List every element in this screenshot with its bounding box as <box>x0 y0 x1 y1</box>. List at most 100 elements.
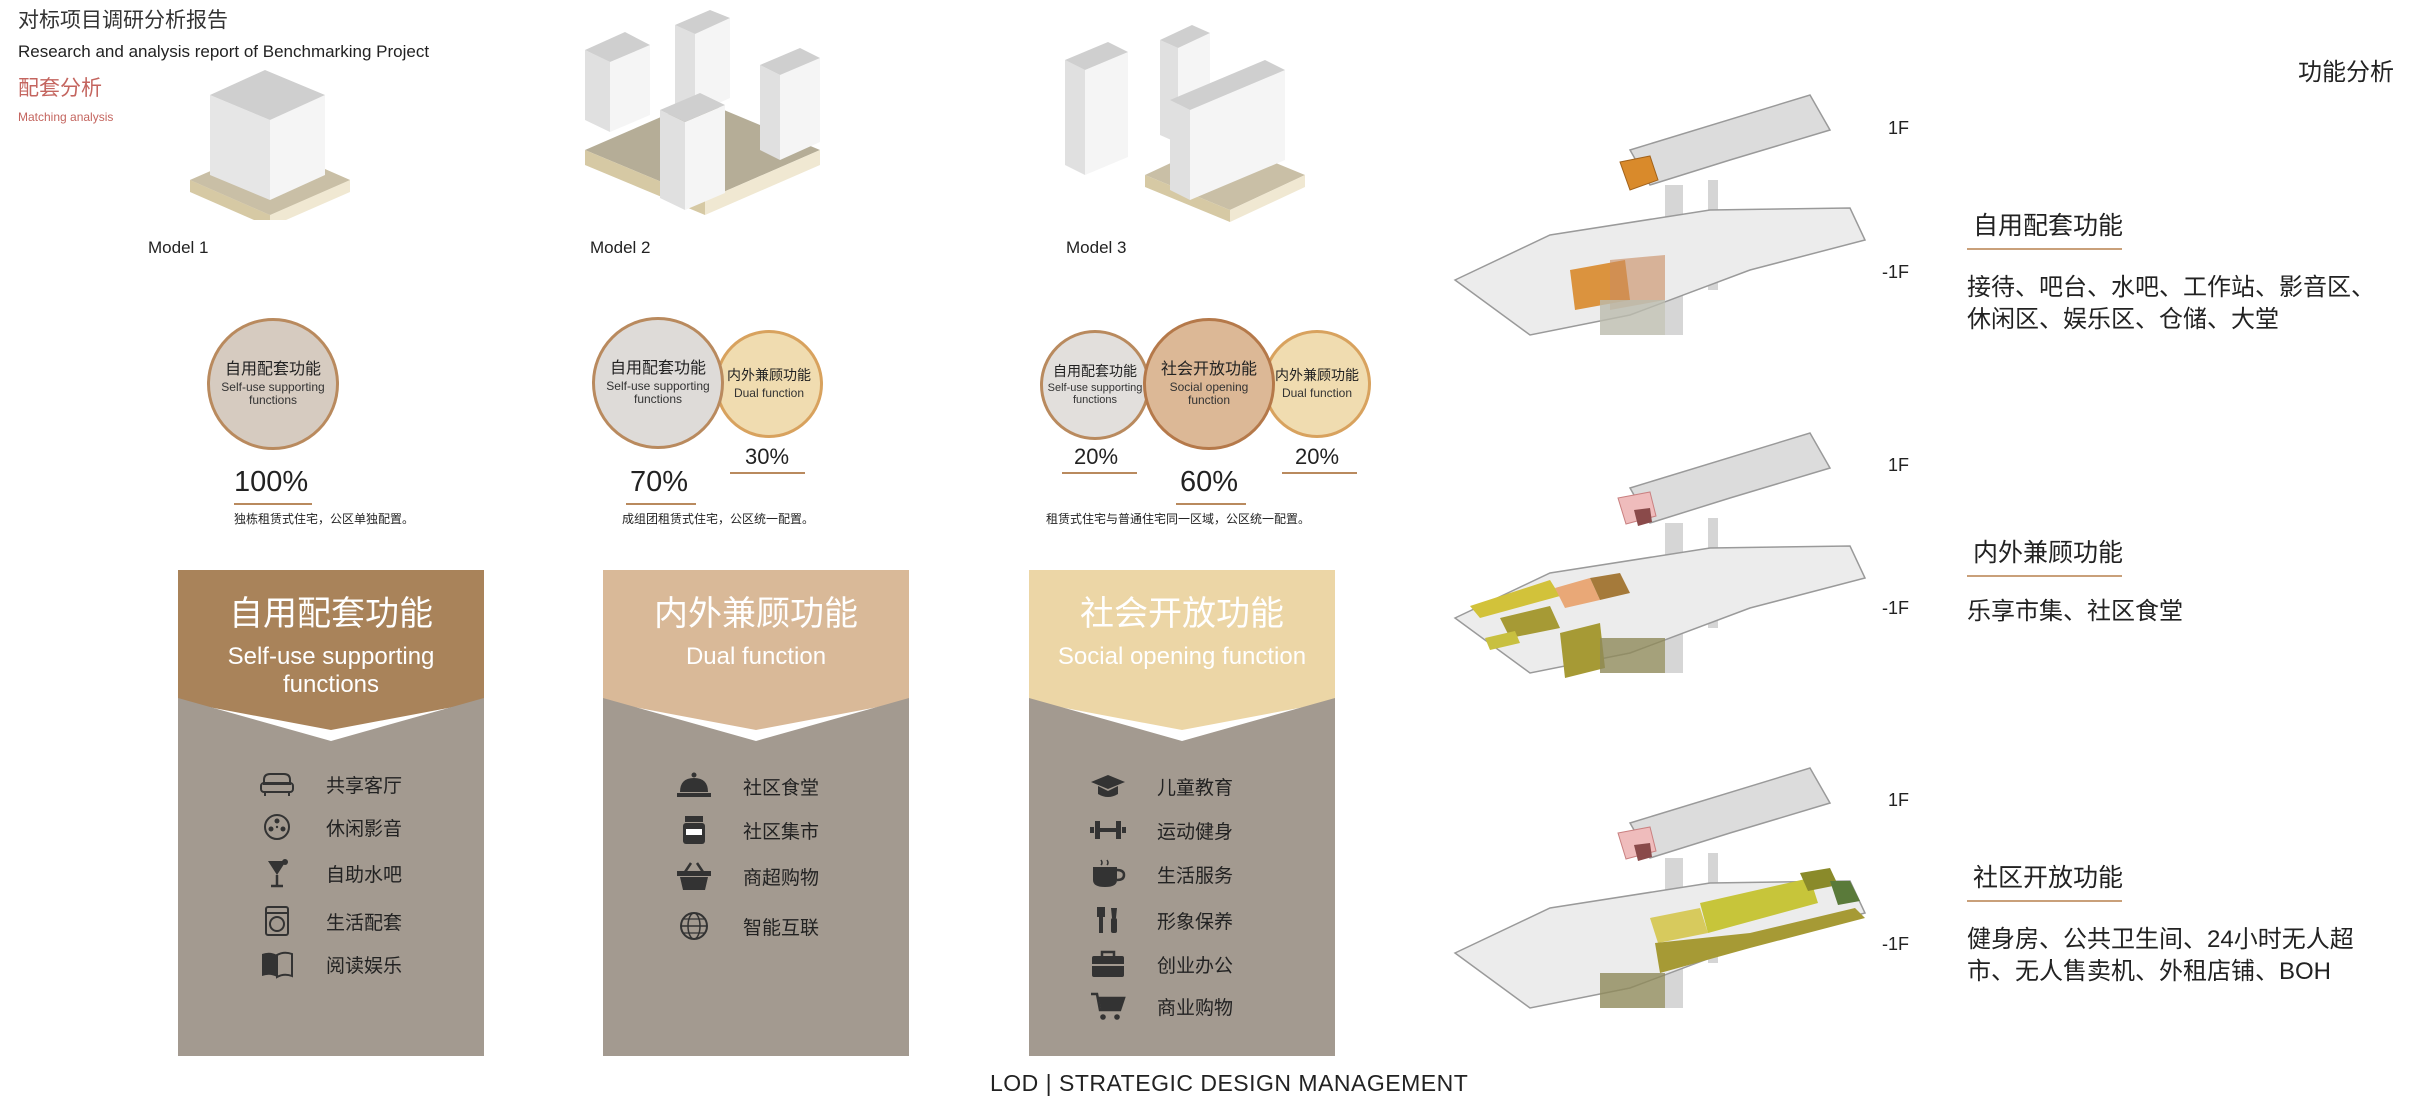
list-item: 儿童教育 <box>1089 770 1233 802</box>
function-title-dual: 内外兼顾功能 <box>1973 539 2124 567</box>
list-item: 生活服务 <box>1089 858 1233 890</box>
floor-label-b1: -1F <box>1882 598 1909 618</box>
circle-label-en: Self-use supporting functions <box>1047 382 1143 407</box>
model-3-dual-circle: 内外兼顾功能 Dual function <box>1263 330 1371 438</box>
model-2-note: 成组团租赁式住宅，公区统一配置。 <box>622 512 815 526</box>
card-title: 内外兼顾功能 <box>654 595 858 633</box>
model-3-illustration <box>1065 25 1305 222</box>
washing-machine-icon <box>265 906 289 936</box>
list-item: 创业办公 <box>1089 948 1233 980</box>
item-label: 阅读娱乐 <box>326 955 403 977</box>
coffee-cup-icon <box>1093 859 1126 887</box>
circle-label: 自用配套功能 <box>609 359 706 377</box>
briefcase-icon <box>1092 950 1124 977</box>
cocktail-icon <box>268 859 288 888</box>
footer-brand: LOD | STRATEGIC DESIGN MANAGEMENT <box>990 1070 1469 1096</box>
section-title: 配套分析 <box>18 77 102 100</box>
model-2-self-percent: 70% <box>630 466 689 498</box>
model-2-dual-circle: 内外兼顾功能 Dual function <box>715 330 823 438</box>
globe-icon <box>680 912 708 940</box>
circle-label-en: Dual function <box>1281 385 1353 400</box>
floor-label-1f: 1F <box>1888 118 1910 138</box>
floor-label-1f: 1F <box>1888 455 1910 475</box>
circle-label: 内外兼顾功能 <box>1275 367 1359 384</box>
item-label: 运动健身 <box>1157 821 1234 843</box>
circle-label: 自用配套功能 <box>1053 362 1137 379</box>
model-1-self-percent: 100% <box>234 466 309 498</box>
function-desc-community: 健身房、公共卫生间、24小时无人超市、无人售卖机、外租店铺、BOH <box>1967 926 2354 986</box>
item-label: 社区食堂 <box>743 777 820 799</box>
model-3-label: Model 3 <box>1066 238 1127 257</box>
model-3-note: 租赁式住宅与普通住宅同一区域，公区统一配置。 <box>1046 512 1311 526</box>
model-2-label: Model 2 <box>590 238 651 257</box>
grooming-tools-icon <box>1097 907 1117 933</box>
jar-icon <box>683 816 705 844</box>
function-desc-self-use: 接待、吧台、水吧、工作站、影音区、休闲区、娱乐区、仓储、大堂 <box>1967 274 2375 334</box>
dumbbell-icon <box>1090 821 1126 839</box>
floor-diagram-community <box>1453 767 1867 1009</box>
model-1-self-circle: 自用配套功能 Self-use supporting functions <box>207 318 339 450</box>
function-desc-dual: 乐享市集、社区食堂 <box>1967 598 2183 625</box>
underline <box>730 472 805 474</box>
card-body <box>178 698 484 1056</box>
underline <box>234 503 312 505</box>
card-title: 自用配套功能 <box>229 595 433 633</box>
underline <box>1282 472 1357 474</box>
list-item: 自助水吧 <box>258 857 402 889</box>
model-3-social-percent: 60% <box>1180 466 1239 498</box>
circle-label: 自用配套功能 <box>224 360 321 378</box>
item-label: 生活服务 <box>1157 865 1234 887</box>
circle-label: 内外兼顾功能 <box>727 367 811 384</box>
list-item: 商业购物 <box>1089 990 1233 1022</box>
model-3-self-percent: 20% <box>1074 444 1119 469</box>
list-item: 休闲影音 <box>258 811 402 843</box>
list-item: 生活配套 <box>258 905 402 937</box>
list-item: 社区集市 <box>675 814 819 846</box>
floor-label-b1: -1F <box>1882 934 1909 954</box>
circle-label-en: Self-use supporting functions <box>606 379 710 407</box>
item-label: 共享客厅 <box>326 775 403 797</box>
list-item: 运动健身 <box>1089 814 1233 846</box>
function-analysis-title: 功能分析 <box>2298 59 2394 86</box>
card-header: 自用配套功能 Self-use supporting functions <box>178 570 484 730</box>
model-2-self-circle: 自用配套功能 Self-use supporting functions <box>592 317 724 449</box>
underline <box>626 503 696 505</box>
item-label: 智能互联 <box>743 917 820 939</box>
list-item: 智能互联 <box>675 910 819 942</box>
model-1-illustration <box>190 70 350 220</box>
model-1-note: 独栋租赁式住宅，公区单独配置。 <box>234 512 415 526</box>
circle-label-en: Self-use supporting functions <box>221 380 325 408</box>
book-icon <box>262 951 293 979</box>
list-item: 形象保养 <box>1089 904 1233 936</box>
card-title-en: Dual function <box>685 643 827 670</box>
underline <box>1062 472 1137 474</box>
card-title: 社会开放功能 <box>1080 595 1284 633</box>
basket-icon <box>677 862 711 890</box>
item-label: 形象保养 <box>1157 911 1234 933</box>
film-reel-icon <box>264 814 290 840</box>
list-item: 商超购物 <box>675 860 819 892</box>
model-3-dual-percent: 20% <box>1295 444 1340 469</box>
underline <box>1967 575 2122 577</box>
model-3-social-circle: 社会开放功能 Social opening function <box>1143 318 1275 450</box>
list-item: 社区食堂 <box>675 770 819 802</box>
section-title-en: Matching analysis <box>18 110 114 124</box>
underline <box>1176 503 1246 505</box>
sofa-icon <box>260 773 294 796</box>
cloche-icon <box>677 772 711 797</box>
item-label: 儿童教育 <box>1157 777 1234 799</box>
card-body <box>1029 698 1335 1056</box>
list-item: 阅读娱乐 <box>258 948 402 980</box>
model-3-self-circle: 自用配套功能 Self-use supporting functions <box>1040 330 1150 440</box>
underline <box>1967 248 2122 250</box>
social-opening-card: 社会开放功能 Social opening function 儿童教育 运动健身… <box>1029 570 1335 1056</box>
circle-label-en: Social opening function <box>1169 380 1249 408</box>
card-title-en: Self-use supporting functions <box>227 643 435 698</box>
card-title-en: Social opening function <box>1057 643 1307 670</box>
card-header: 内外兼顾功能 Dual function <box>603 570 909 730</box>
function-title-self-use: 自用配套功能 <box>1973 212 2124 240</box>
item-label: 商业购物 <box>1157 997 1234 1019</box>
shopping-cart-icon <box>1091 992 1126 1020</box>
report-title-en: Research and analysis report of Benchmar… <box>18 42 430 61</box>
item-label: 创业办公 <box>1157 955 1234 977</box>
